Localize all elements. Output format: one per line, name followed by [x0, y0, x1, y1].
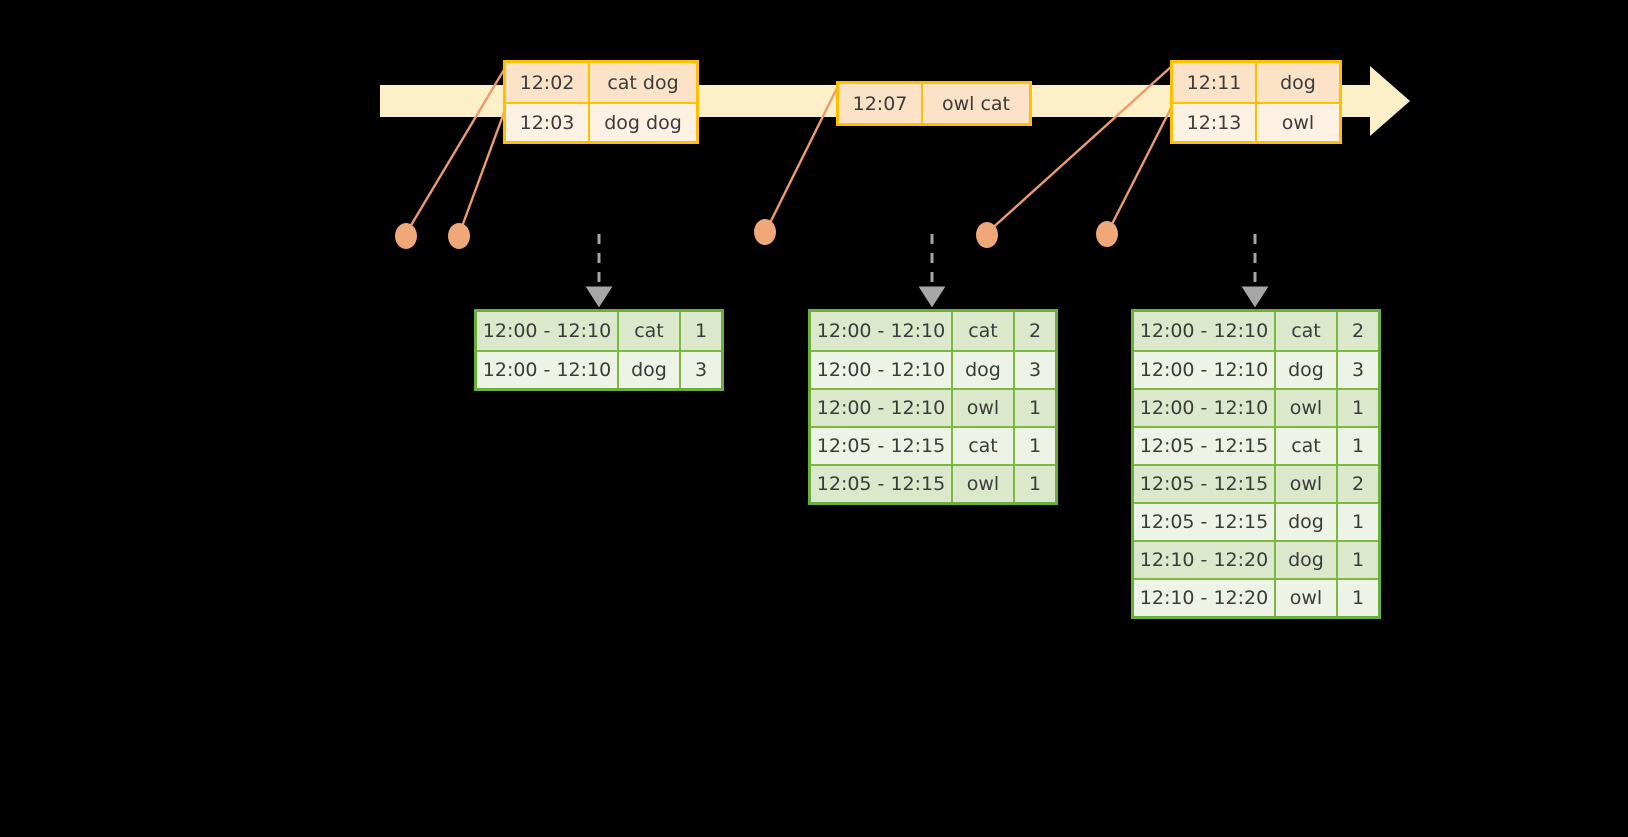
table-row: 12:05 - 12:15 cat 1: [1134, 426, 1378, 464]
table-row: 12:00 - 12:10 owl 1: [1134, 388, 1378, 426]
count-cell: 1: [1338, 580, 1378, 616]
event-payload: dog: [1257, 63, 1339, 102]
connector-line-5: [1106, 105, 1174, 233]
word-cell: cat: [1276, 428, 1338, 464]
table-row: 12:00 - 12:10 cat 2: [811, 312, 1055, 350]
count-cell: 1: [1338, 504, 1378, 540]
event-time: 12:03: [506, 104, 590, 141]
word-cell: cat: [1276, 312, 1338, 350]
trigger-arrows: [585, 234, 1269, 308]
window-cell: 12:10 - 12:20: [1134, 580, 1276, 616]
event-payload: owl cat: [923, 84, 1029, 123]
event-row: 12:03 dog dog: [506, 102, 696, 141]
window-cell: 12:00 - 12:10: [477, 312, 619, 350]
result-table-3[interactable]: 12:00 - 12:10 cat 2 12:00 - 12:10 dog 3 …: [1131, 309, 1381, 619]
count-cell: 2: [1015, 312, 1055, 350]
event-dot-1: [395, 223, 417, 249]
window-cell: 12:00 - 12:10: [1134, 352, 1276, 388]
table-row: 12:00 - 12:10 dog 3: [477, 350, 721, 388]
event-row: 12:02 cat dog: [506, 63, 696, 102]
event-time: 12:02: [506, 63, 590, 102]
event-time: 12:11: [1173, 63, 1257, 102]
table-row: 12:00 - 12:10 cat 2: [1134, 312, 1378, 350]
count-cell: 1: [1015, 466, 1055, 502]
count-cell: 1: [1015, 428, 1055, 464]
word-cell: cat: [619, 312, 681, 350]
table-row: 12:05 - 12:15 owl 1: [811, 464, 1055, 502]
window-cell: 12:00 - 12:10: [811, 390, 953, 426]
event-time: 12:13: [1173, 104, 1257, 141]
event-dot-3: [754, 219, 776, 245]
window-cell: 12:05 - 12:15: [811, 466, 953, 502]
window-cell: 12:00 - 12:10: [811, 312, 953, 350]
table-row: 12:10 - 12:20 dog 1: [1134, 540, 1378, 578]
window-cell: 12:00 - 12:10: [1134, 390, 1276, 426]
word-cell: dog: [1276, 504, 1338, 540]
word-cell: owl: [953, 390, 1015, 426]
event-dot-5: [1096, 221, 1118, 247]
window-cell: 12:05 - 12:15: [1134, 428, 1276, 464]
event-payload: cat dog: [590, 63, 696, 102]
connector-line-2: [458, 109, 507, 233]
result-table-2[interactable]: 12:00 - 12:10 cat 2 12:00 - 12:10 dog 3 …: [808, 309, 1058, 505]
event-box-2[interactable]: 12:07 owl cat: [836, 81, 1032, 126]
window-cell: 12:00 - 12:10: [1134, 312, 1276, 350]
window-cell: 12:00 - 12:10: [477, 352, 619, 388]
table-row: 12:05 - 12:15 owl 2: [1134, 464, 1378, 502]
event-payload: dog dog: [590, 104, 696, 141]
count-cell: 1: [1338, 428, 1378, 464]
count-cell: 3: [1338, 352, 1378, 388]
word-cell: dog: [619, 352, 681, 388]
count-cell: 3: [681, 352, 721, 388]
event-row: 12:11 dog: [1173, 63, 1339, 102]
event-row: 12:13 owl: [1173, 102, 1339, 141]
connector-line-3: [764, 85, 840, 232]
event-dot-2: [448, 223, 470, 249]
connector-line-1: [405, 67, 507, 233]
window-cell: 12:00 - 12:10: [811, 352, 953, 388]
event-row: 12:07 owl cat: [839, 84, 1029, 123]
table-row: 12:00 - 12:10 cat 1: [477, 312, 721, 350]
event-dot-4: [976, 222, 998, 248]
word-cell: cat: [953, 428, 1015, 464]
count-cell: 2: [1338, 466, 1378, 502]
count-cell: 1: [681, 312, 721, 350]
word-cell: owl: [1276, 580, 1338, 616]
table-row: 12:00 - 12:10 dog 3: [811, 350, 1055, 388]
window-cell: 12:10 - 12:20: [1134, 542, 1276, 578]
word-cell: dog: [1276, 542, 1338, 578]
word-cell: dog: [1276, 352, 1338, 388]
window-cell: 12:05 - 12:15: [811, 428, 953, 464]
word-cell: owl: [953, 466, 1015, 502]
table-row: 12:00 - 12:10 owl 1: [811, 388, 1055, 426]
window-cell: 12:05 - 12:15: [1134, 504, 1276, 540]
word-cell: owl: [1276, 390, 1338, 426]
count-cell: 1: [1015, 390, 1055, 426]
event-box-3[interactable]: 12:11 dog 12:13 owl: [1170, 60, 1342, 144]
event-dots: [395, 219, 1118, 249]
count-cell: 1: [1338, 542, 1378, 578]
count-cell: 3: [1015, 352, 1055, 388]
word-cell: dog: [953, 352, 1015, 388]
word-cell: cat: [953, 312, 1015, 350]
event-box-1[interactable]: 12:02 cat dog 12:03 dog dog: [503, 60, 699, 144]
table-row: 12:05 - 12:15 dog 1: [1134, 502, 1378, 540]
event-time: 12:07: [839, 84, 923, 123]
table-row: 12:10 - 12:20 owl 1: [1134, 578, 1378, 616]
table-row: 12:00 - 12:10 dog 3: [1134, 350, 1378, 388]
count-cell: 1: [1338, 390, 1378, 426]
word-cell: owl: [1276, 466, 1338, 502]
event-payload: owl: [1257, 104, 1339, 141]
result-table-1[interactable]: 12:00 - 12:10 cat 1 12:00 - 12:10 dog 3: [474, 309, 724, 391]
table-row: 12:05 - 12:15 cat 1: [811, 426, 1055, 464]
window-cell: 12:05 - 12:15: [1134, 466, 1276, 502]
count-cell: 2: [1338, 312, 1378, 350]
